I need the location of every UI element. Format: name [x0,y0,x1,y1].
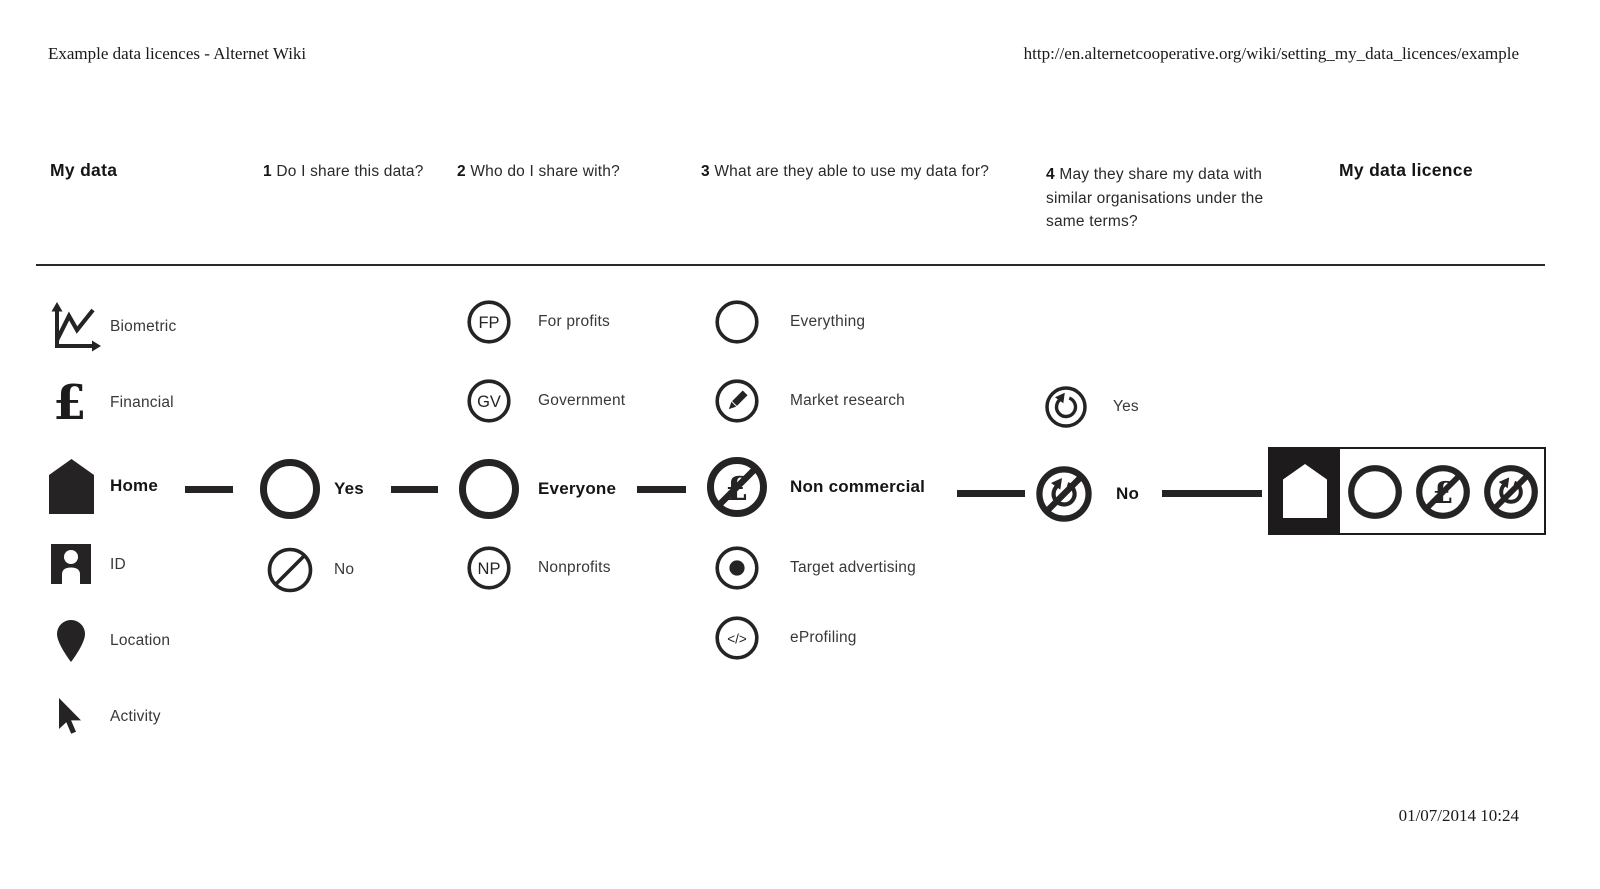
column-header-q4: 4 May they share my data with similar or… [1046,163,1274,234]
my-data-label-financial: Financial [110,394,174,411]
column-header-my-data: My data [50,160,118,180]
column-header-q3: 3 What are they able to use my data for? [701,163,989,181]
q2-label-for-profits: For profits [538,313,610,330]
q3-label-target-advertising: Target advertising [790,559,916,576]
non-commercial-icon: £ [706,456,768,518]
pound-icon: £ [53,375,87,431]
column-header-q2: 2 Who do I share with? [457,163,620,181]
connector-dash [185,486,233,493]
nonprofits-icon: NP [465,544,513,592]
pencil-circle-icon [713,377,761,425]
licence-no-share-alike-icon [1483,464,1539,520]
everyone-circle-icon [458,458,520,520]
for-profits-icon: FP [465,298,513,346]
gv-abbr: GV [477,393,501,411]
my-data-label-location: Location [110,632,171,649]
my-data-label-biometric: Biometric [110,318,177,335]
my-data-label-id: ID [110,556,126,573]
column-header-licence: My data licence [1339,160,1473,180]
q1-number: 1 [263,163,272,180]
q2-question: Who do I share with? [470,163,620,180]
q1-label-no: No [334,561,355,578]
licence-everyone-icon [1347,464,1403,520]
q3-question: What are they able to use my data for? [714,163,990,180]
column-header-q1: 1 Do I share this data? [263,163,424,181]
q3-label-everything: Everything [790,313,866,330]
connector-dash [391,486,438,493]
code-circle-icon: </> [713,614,761,662]
page-title: Example data licences - Alternet Wiki [48,44,307,63]
data-licence-badge: £ [1268,447,1546,535]
q4-label-no: No [1116,484,1140,503]
q3-label-non-commercial: Non commercial [790,477,926,496]
connector-dash-long [1162,490,1262,497]
print-timestamp: 01/07/2014 10:24 [1398,806,1519,825]
q1-label-yes: Yes [334,479,364,498]
page-url: http://en.alternetcooperative.org/wiki/s… [1023,44,1519,63]
q3-number: 3 [701,163,710,180]
everything-circle-icon [713,298,761,346]
target-dot-circle-icon [713,544,761,592]
code-glyph: </> [727,632,747,647]
licence-house-icon [1283,464,1327,518]
house-icon [49,459,94,514]
q3-label-market-research: Market research [790,392,905,409]
np-abbr: NP [478,560,501,578]
licence-home-tile [1270,449,1340,533]
q2-number: 2 [457,163,466,180]
q2-label-everyone: Everyone [538,479,617,498]
q3-label-eprofiling: eProfiling [790,629,857,646]
q4-number: 4 [1046,166,1055,183]
no-share-alike-icon [1034,464,1094,524]
map-pin-icon [57,620,85,662]
q4-label-yes: Yes [1113,398,1139,415]
q2-label-nonprofits: Nonprofits [538,559,611,576]
my-data-label-activity: Activity [110,708,161,725]
q1-question: Do I share this data? [276,163,424,180]
cursor-icon [58,698,83,736]
connector-dash [637,486,686,493]
fp-abbr: FP [478,314,499,332]
my-data-label-home: Home [110,476,159,495]
share-alike-icon [1043,384,1089,430]
q4-question: May they share my data with similar orga… [1046,166,1264,230]
id-card-icon [51,544,91,586]
header-divider [36,264,1545,266]
q2-label-government: Government [538,392,626,409]
government-icon: GV [465,377,513,425]
line-chart-icon [49,302,101,352]
licence-non-commercial-icon: £ [1415,464,1471,520]
connector-dash [957,490,1025,497]
yes-circle-icon [259,458,321,520]
no-crossed-circle-icon [265,545,315,595]
